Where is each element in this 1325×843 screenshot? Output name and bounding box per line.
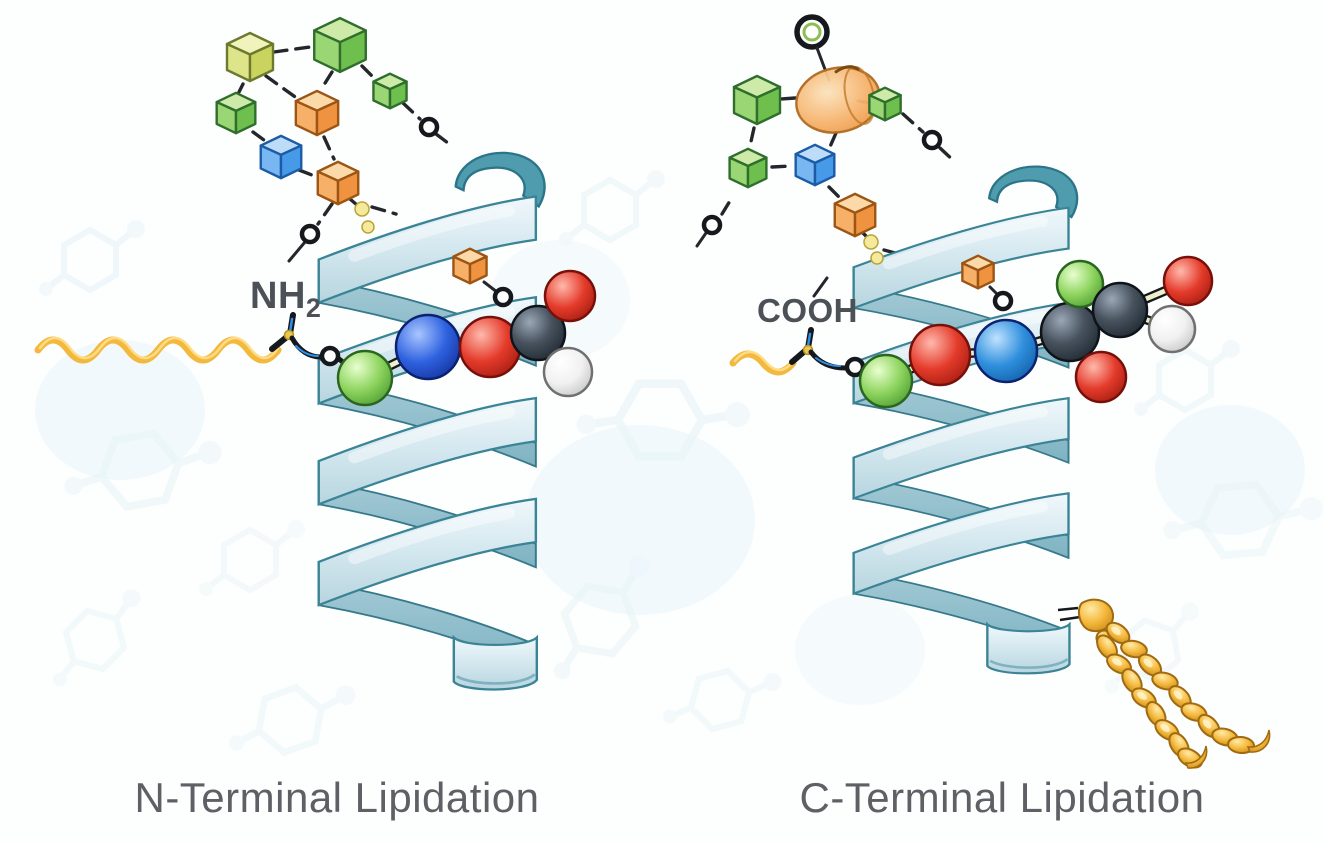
linker-node bbox=[992, 290, 1014, 312]
sugar-cube-green bbox=[216, 92, 256, 134]
atom-green bbox=[336, 349, 394, 407]
panel-title-n-terminal: N-Terminal Lipidation bbox=[134, 774, 539, 821]
linker-node bbox=[299, 223, 321, 245]
sugar-cube-green-small bbox=[869, 87, 901, 121]
ring-node bbox=[794, 14, 830, 50]
sugar-cube-orange-on-helix bbox=[453, 248, 487, 284]
linker-node bbox=[418, 116, 440, 138]
atom-carbon bbox=[1091, 281, 1149, 339]
atom-hydrogen bbox=[542, 346, 594, 398]
braided-strand bbox=[1096, 634, 1208, 769]
atom-carbon bbox=[1039, 301, 1101, 363]
peptide-backbone-molecule bbox=[336, 269, 597, 407]
alpha-helix-ribbon bbox=[854, 167, 1077, 674]
helix-front-decorations bbox=[863, 234, 1014, 312]
atom-green bbox=[858, 353, 914, 409]
sugar-cube-orange bbox=[295, 90, 339, 136]
panel-n-terminal: NH2 N-Terminal Lipidation bbox=[34, 18, 597, 821]
alpha-helix-ribbon bbox=[319, 153, 545, 690]
sugar-cube-blue bbox=[795, 144, 835, 186]
atom-oxygen bbox=[1074, 350, 1128, 404]
peptide-backbone-molecule bbox=[858, 255, 1214, 409]
atom-green bbox=[1055, 259, 1105, 309]
n-terminal-group-label: NH2 bbox=[250, 275, 321, 323]
sugar-cube-yellow-green bbox=[227, 33, 273, 81]
glycan-cluster bbox=[216, 18, 454, 263]
atom-oxygen bbox=[908, 323, 972, 387]
sugar-cube-green bbox=[729, 148, 767, 188]
c-terminal-linkage bbox=[729, 327, 877, 379]
terminal-group-text: NH bbox=[250, 275, 306, 317]
braided-strand bbox=[1105, 621, 1271, 755]
panel-title-c-terminal: C-Terminal Lipidation bbox=[799, 774, 1204, 821]
atom-carbon bbox=[509, 304, 567, 362]
sugar-cube-orange bbox=[317, 161, 359, 205]
sugar-cube-green bbox=[314, 18, 366, 72]
strand-tip-curl bbox=[1184, 745, 1208, 769]
linker-node bbox=[319, 345, 341, 367]
linker-node bbox=[701, 214, 723, 236]
c-terminal-group-label: COOH bbox=[757, 292, 858, 329]
sugar-cube-green bbox=[734, 76, 780, 124]
terminal-group-text: COOH bbox=[757, 292, 858, 329]
n-terminal-lipid-chain bbox=[34, 312, 355, 372]
linker-node bbox=[492, 286, 514, 308]
atom-nitrogen bbox=[973, 318, 1039, 384]
helix-front-decorations bbox=[354, 201, 514, 308]
c-terminal-braided-lipid-tails bbox=[1057, 598, 1271, 769]
sugar-cube-orange-on-helix bbox=[962, 255, 994, 289]
atom-oxygen bbox=[543, 269, 597, 323]
sugar-cube-green-small bbox=[373, 73, 407, 109]
sugar-cube-blue bbox=[260, 135, 302, 179]
terminal-group-subscript: 2 bbox=[306, 293, 322, 323]
atom-hydrogen bbox=[1147, 304, 1197, 354]
atom-oxygen bbox=[1162, 255, 1214, 307]
linker-node bbox=[921, 129, 943, 151]
atom-nitrogen bbox=[394, 313, 462, 381]
sugar-cube-orange bbox=[834, 193, 876, 237]
panel-c-terminal: COOH bbox=[695, 14, 1271, 821]
strand-tip-curl bbox=[1246, 729, 1271, 753]
